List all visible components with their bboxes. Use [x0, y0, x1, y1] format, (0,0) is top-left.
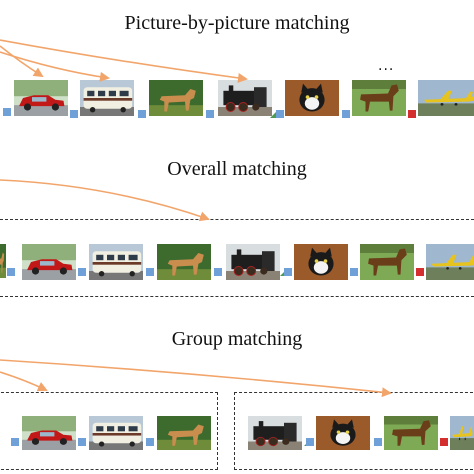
bus-photo-icon: [80, 80, 134, 116]
airplane-photo-icon: [426, 244, 474, 280]
arrow-to-car: [0, 45, 44, 78]
group-matching-title: Group matching: [171, 328, 303, 350]
train-photo-icon: [218, 80, 272, 116]
overall-bottom-dashed-line: [0, 296, 474, 297]
arrow-group-right: [0, 359, 392, 398]
car-photo-icon: [14, 80, 68, 116]
overall-matching-title: Overall matching: [167, 158, 307, 180]
label-square: [440, 438, 448, 446]
dog-photo-icon: [157, 416, 211, 450]
label-square: [350, 268, 358, 276]
horse-photo-icon: [352, 80, 406, 116]
dog-photo-icon: [149, 80, 203, 116]
label-square: [342, 110, 350, 118]
label-square: [206, 110, 214, 118]
cat-photo-icon: [316, 416, 370, 450]
label-square: [78, 438, 86, 446]
label-square: [3, 108, 11, 116]
dog-photo-icon: [157, 244, 211, 280]
label-square: [408, 110, 416, 118]
bus-photo-icon: [89, 416, 143, 450]
airplane-photo-icon: [418, 80, 474, 116]
ellipsis: ...: [378, 58, 395, 74]
label-square: [374, 438, 382, 446]
arrow-overall: [0, 179, 210, 222]
label-square: [416, 268, 424, 276]
horse-photo-icon: [384, 416, 438, 450]
dog-photo-icon: [0, 244, 6, 278]
label-square: [276, 110, 284, 118]
picture-by-picture-title: Picture-by-picture matching: [124, 12, 350, 34]
horse-photo-icon: [360, 244, 414, 280]
airplane-photo-icon: [450, 416, 474, 450]
label-square: [214, 268, 222, 276]
label-square: [306, 438, 314, 446]
arrow-to-bus: [0, 51, 110, 82]
train-photo-icon: [248, 416, 302, 450]
car-photo-icon: [22, 416, 76, 450]
label-square: [70, 110, 78, 118]
label-square: [7, 268, 15, 276]
car-photo-icon: [22, 244, 76, 280]
arrow-to-train: [0, 39, 248, 83]
cat-photo-icon: [294, 244, 348, 280]
cat-photo-icon: [285, 80, 339, 116]
label-square: [11, 438, 19, 446]
overall-top-dashed-line: [0, 219, 474, 220]
label-square: [284, 268, 292, 276]
label-square: [78, 268, 86, 276]
train-photo-icon: [226, 244, 280, 280]
bus-photo-icon: [89, 244, 143, 280]
label-square: [146, 438, 154, 446]
label-square: [146, 268, 154, 276]
arrow-group-left: [0, 371, 48, 392]
label-square: [138, 110, 146, 118]
label-triangle: [270, 110, 278, 118]
